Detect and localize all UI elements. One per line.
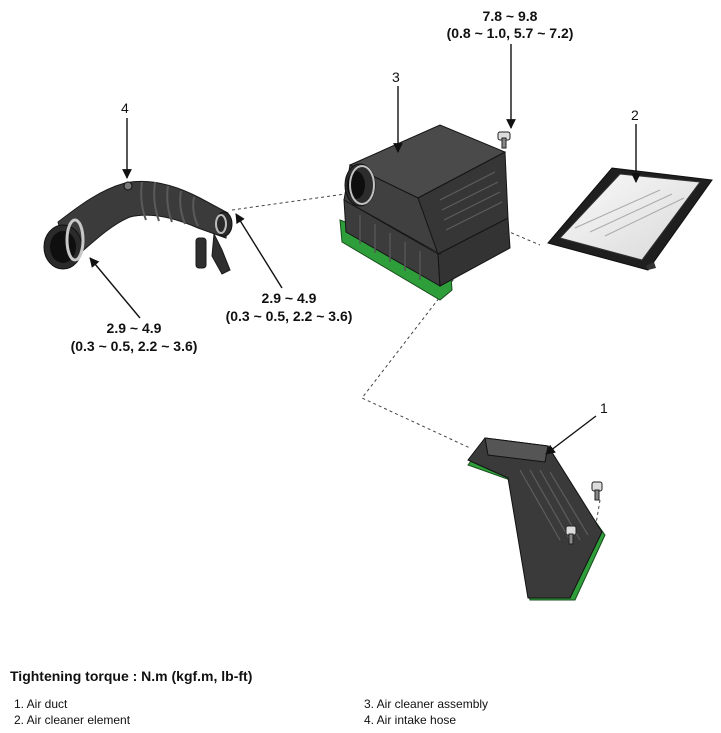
torque-hose-right-nm: 2.9 ~ 4.9 [262, 290, 317, 306]
torque-hose-left-nm: 2.9 ~ 4.9 [107, 320, 162, 336]
legend-item-air-cleaner-element: 2. Air cleaner element [14, 713, 131, 727]
air-cleaner-assembly [339, 124, 511, 301]
callout-4: 4 [121, 100, 129, 116]
torque-hose-left-kgf: (0.3 ~ 0.5, 2.2 ~ 3.6) [71, 338, 198, 354]
leader-arrows [89, 44, 641, 455]
torque-hose-right-kgf: (0.3 ~ 0.5, 2.2 ~ 3.6) [226, 308, 353, 324]
legend-title: Tightening torque : N.m (kgf.m, lb-ft) [10, 668, 253, 684]
callout-1: 1 [600, 400, 608, 416]
callout-2: 2 [631, 107, 639, 123]
legend-item-air-duct: 1. Air duct [14, 697, 68, 711]
legend-item-air-intake-hose: 4. Air intake hose [364, 713, 457, 727]
torque-bolt-top-kgf: (0.8 ~ 1.0, 5.7 ~ 7.2) [447, 25, 574, 41]
air-cleaner-element [547, 167, 713, 271]
air-intake-hose [43, 180, 233, 275]
torque-bolt-top-nm: 7.8 ~ 9.8 [483, 8, 538, 24]
callout-3: 3 [392, 69, 400, 85]
legend-item-air-cleaner-assembly: 3. Air cleaner assembly [364, 697, 489, 711]
air-duct [467, 437, 606, 601]
